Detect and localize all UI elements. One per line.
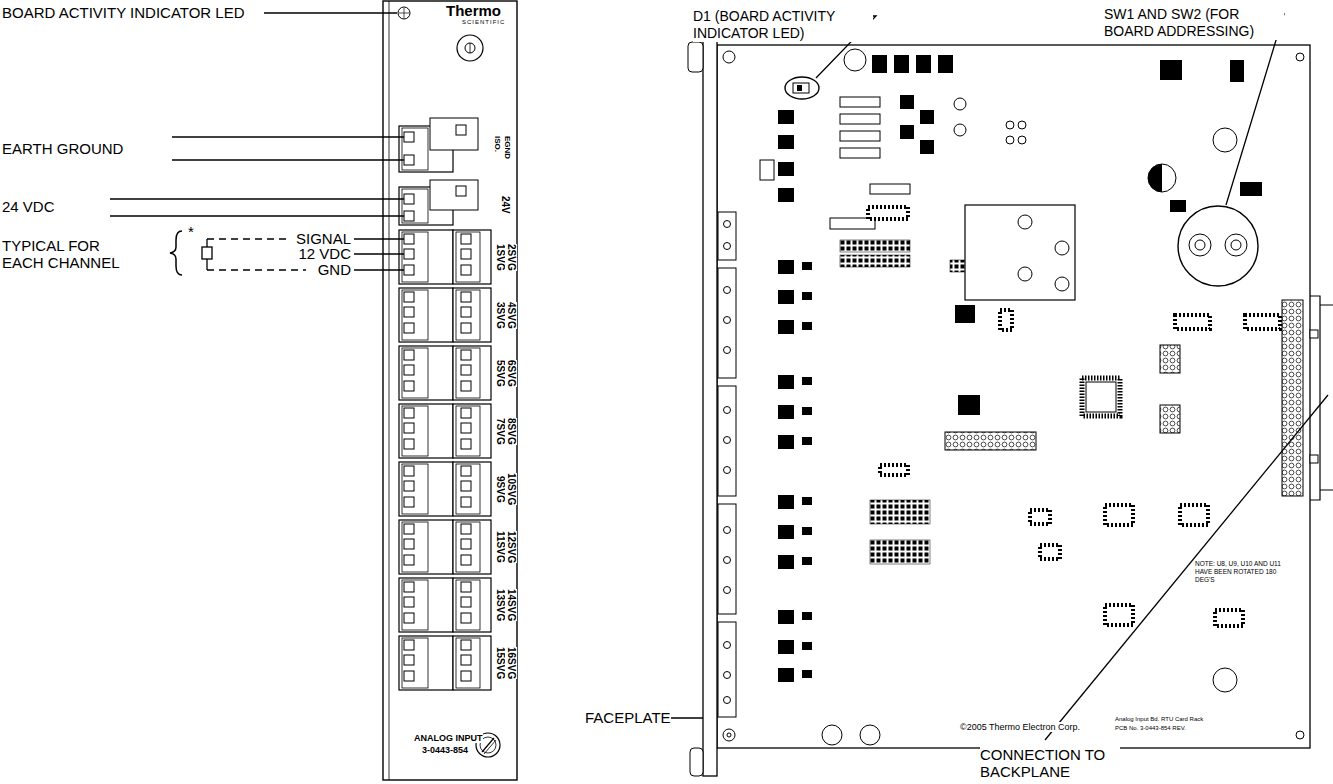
callout-label: CONNECTION TO BACKPLANE: [980, 746, 1120, 780]
board-text: PCB No. 3-0443-854 REV.: [1115, 725, 1186, 732]
faceplate-front: [383, 1, 517, 780]
signal-name: SIGNAL: [296, 231, 351, 246]
board-note: NOTE: U8, U9, U10 AND U11 HAVE BEEN ROTA…: [1195, 560, 1290, 584]
channel-label: 16SVG: [505, 647, 517, 679]
brand-subtitle: SCIENTIFIC: [462, 19, 505, 26]
signal-name: 12 VDC: [298, 246, 351, 261]
callout-label: FACEPLATE: [585, 709, 671, 726]
terminal-label: ISO.: [493, 136, 502, 152]
note-mark: *: [188, 224, 194, 239]
board-name: ANALOG INPUT: [414, 733, 483, 743]
channel-label: 2SVG: [505, 244, 517, 271]
channel-label: 12SVG: [505, 531, 517, 563]
pcb-board: [688, 38, 1333, 776]
callout-label: BOARD ACTIVITY INDICATOR LED: [2, 4, 245, 21]
signal-name: GND: [318, 262, 351, 277]
callout-label: EARTH GROUND: [2, 140, 123, 157]
leader-lines: [670, 14, 1328, 740]
channel-label: 10SVG: [505, 473, 517, 505]
terminal-label: 24V: [499, 196, 511, 214]
callout-label: D1 (BOARD ACTIVITY INDICATOR LED): [693, 8, 873, 42]
callout-label: SW1 AND SW2 (FOR BOARD ADDRESSING): [1104, 6, 1284, 40]
board-text: Analog Input Bd. RTU Card Rack: [1115, 716, 1203, 723]
board-text: ©2005 Thermo Electron Corp.: [960, 722, 1080, 732]
channel-label: 6SVG: [505, 360, 517, 387]
terminal-label: EGND: [503, 136, 512, 159]
leader-lines: [110, 13, 404, 275]
part-number: 3-0443-854: [422, 745, 468, 755]
channel-label: 14SVG: [505, 589, 517, 621]
callout-label: TYPICAL FOR EACH CHANNEL: [2, 237, 130, 271]
callout-label: 24 VDC: [2, 198, 55, 215]
channel-label: 8SVG: [505, 418, 517, 445]
brand-name: Thermo: [446, 2, 501, 19]
channel-label: 4SVG: [505, 302, 517, 329]
